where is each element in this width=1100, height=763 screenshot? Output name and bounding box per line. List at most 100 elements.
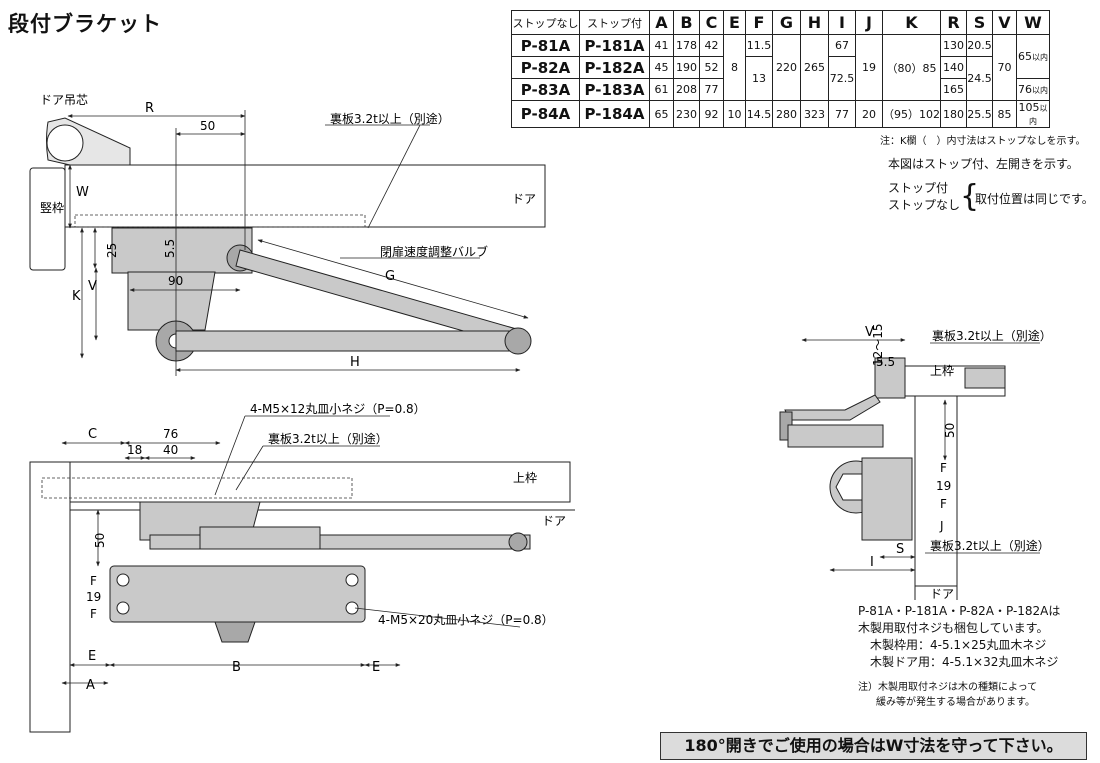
table-header: R: [940, 10, 967, 35]
same-position-note: 取付位置は同じです。: [975, 192, 1094, 206]
door-label: ドア: [930, 587, 954, 601]
screw-icon: [116, 573, 130, 587]
dim-label: A: [86, 678, 95, 693]
dim-label: F: [90, 574, 97, 588]
screw-note-line: 木製ドア用：4-5.1×32丸皿木ネジ: [870, 655, 1059, 669]
table-header: ストップなし: [511, 10, 580, 35]
dim-label: S: [896, 542, 904, 557]
table-cell: 14.5: [745, 100, 773, 128]
table-header: V: [992, 10, 1017, 35]
top-frame-label: 上枠: [513, 471, 537, 485]
table-cell: 70: [992, 34, 1017, 101]
table-row: P-83A P-183A 61 208 77 165 76以内: [511, 78, 1050, 101]
dim-label: F: [90, 607, 97, 621]
dim-label: V: [865, 325, 874, 340]
closer-mount: [127, 271, 216, 331]
table-cell: 72.5: [828, 56, 856, 101]
table-cell: 180: [940, 100, 967, 128]
dim-label: K: [72, 289, 81, 304]
table-cell: 140: [940, 56, 967, 79]
closer-plate: [109, 565, 366, 623]
table-header: J: [855, 10, 883, 35]
dim-label: 5.5: [163, 239, 177, 258]
dim-label: W: [76, 185, 89, 200]
table-cell: 65以内: [1016, 34, 1050, 79]
closer-side: [861, 457, 913, 541]
dim-label: I: [870, 555, 874, 570]
page-title: 段付ブラケット: [8, 12, 162, 36]
wood-note-line: 注）木製用取付ネジは木の種類によって: [858, 682, 1038, 693]
dim-label: 90: [168, 274, 183, 288]
screw-icon: [345, 573, 359, 587]
side-frame: [29, 461, 71, 733]
table-cell: P-183A: [579, 78, 650, 101]
table-cell: 41: [649, 34, 674, 57]
leader-line: [235, 445, 264, 491]
leader-line: [367, 124, 421, 229]
table-cell-unit: 以内: [1032, 53, 1048, 62]
table-cell: 45: [649, 56, 674, 79]
stop-variants: ストップ付 ストップなし: [888, 180, 960, 214]
table-cell: 25.5: [966, 100, 993, 128]
table-cell-unit: 以内: [1029, 104, 1048, 126]
screw-note-line: 木製用取付ネジも梱包しています。: [858, 621, 1049, 635]
top-frame: [29, 461, 571, 503]
vertical-frame: [29, 167, 66, 271]
dim-label: G: [385, 269, 395, 284]
table-header: A: [649, 10, 674, 35]
closer-body: [175, 330, 522, 352]
table-cell: 220: [772, 34, 801, 101]
dim-label: F: [940, 461, 947, 475]
orientation-note: 本図はストップ付、左開きを示す。: [888, 157, 1079, 171]
table-header: G: [772, 10, 801, 35]
table-cell: 265: [800, 34, 829, 101]
table-header: F: [745, 10, 773, 35]
bracket-body: [111, 227, 253, 274]
table-note: 注：K欄（ ）内寸法はストップなしを示す。: [880, 136, 1086, 147]
backplate-label: 裏板3.2t以上（別途）: [330, 111, 450, 126]
wood-note-line: 緩み等が発生する場合があります。: [876, 697, 1035, 708]
hinge-label: ドア吊芯: [40, 93, 88, 107]
top-frame-label: 上枠: [930, 364, 954, 378]
table-cell-value: 65: [1018, 50, 1032, 63]
arm-lower: [787, 424, 884, 448]
arm-end-pivot: [504, 327, 532, 355]
brace-icon: {: [960, 179, 980, 214]
screw-note-line: P-81A・P-181A・P-82A・P-182Aは: [858, 604, 1061, 618]
table-header: H: [800, 10, 829, 35]
usage-banner: 180°開きでご使用の場合はW寸法を守って下さい。: [660, 732, 1087, 760]
stop-without-label: ストップなし: [888, 198, 961, 212]
table-cell-unit: 以内: [1032, 86, 1048, 95]
backplate-label: 裏板3.2t以上（別途）: [268, 431, 388, 446]
table-cell: P-184A: [579, 100, 650, 128]
table-cell: P-84A: [511, 100, 580, 128]
dim-label: B: [232, 660, 241, 675]
frame-label: 竪枠: [40, 201, 64, 215]
table-row: P-84A P-184A 65 230 92 10 14.5 280 323 7…: [511, 100, 1050, 128]
screw-bottom-label: 4-M5×20丸皿小ネジ（P=0.8）: [378, 613, 554, 627]
closer-body-front: [199, 526, 321, 550]
table-cell: 105以内: [1016, 100, 1050, 128]
dim-label: 50: [93, 533, 107, 548]
leader-line: [354, 607, 521, 628]
arm-side: [784, 394, 881, 421]
backplate-label: 裏板3.2t以上（別途）: [930, 538, 1050, 553]
table-cell: 24.5: [966, 56, 993, 101]
side-view: 上枠 V 裏板3.2t以上（別途） 12～15 5.5 50 F 19 F J …: [779, 323, 1052, 601]
table-header-row: ストップなし ストップ付 A B C E F G H I J K R S V W: [511, 10, 1050, 35]
spec-table: ストップなし ストップ付 A B C E F G H I J K R S V W…: [511, 10, 1050, 128]
table-header: C: [699, 10, 724, 35]
door-label: ドア: [512, 192, 536, 206]
dim-label: 50: [943, 423, 957, 438]
table-cell: 208: [673, 78, 700, 101]
table-cell: 13: [745, 56, 773, 101]
dim-G: [257, 239, 529, 319]
door-label: ドア: [542, 514, 566, 528]
dim-label: 40: [163, 443, 178, 457]
bracket-side: [874, 357, 906, 399]
backplate-label: 裏板3.2t以上（別途）: [932, 328, 1052, 343]
table-cell: 65: [649, 100, 674, 128]
dim-label: E: [372, 660, 380, 675]
dim-label: E: [88, 649, 96, 664]
dim-label: 19: [86, 590, 101, 604]
